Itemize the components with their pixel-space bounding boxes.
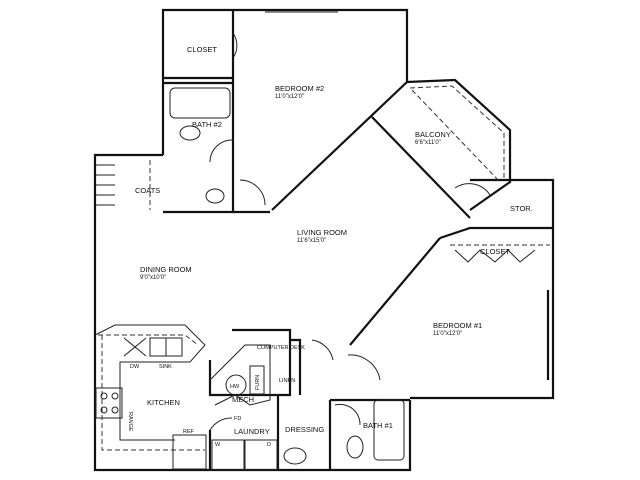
bath2-label: BATH #2: [192, 120, 222, 129]
bedroom1-label: BEDROOM #1: [433, 321, 482, 330]
mech-label: MECH: [232, 395, 254, 404]
laundry-label: LAUNDRY: [234, 427, 270, 436]
dressing-label: DRESSING: [285, 425, 324, 434]
fd-label: FD: [234, 416, 241, 422]
dining-room-label: DINING ROOM: [140, 265, 192, 274]
washer-label: W: [215, 442, 221, 448]
closet-right-label: CLOSET: [480, 247, 510, 256]
stor-label: STOR.: [510, 204, 533, 213]
dryer-label: D: [267, 442, 271, 448]
doors[interactable]: [209, 32, 491, 431]
coats-label: COATS: [135, 186, 160, 195]
computer-desk-label: COMPUTER DESK: [257, 345, 305, 351]
linen-label: LINEN: [279, 378, 295, 384]
hw-label: HW: [230, 384, 240, 390]
furn-label: FURN: [255, 375, 261, 390]
walls: [93, 8, 555, 472]
kitchen-label: KITCHEN: [147, 398, 180, 407]
bath1-label: BATH #1: [363, 421, 393, 430]
dw-label: DW: [130, 364, 140, 370]
bedroom2-label: BEDROOM #2: [275, 84, 324, 93]
balcony-label: BALCONY: [415, 130, 451, 139]
balcony-dim: 6'6"x11'0": [415, 140, 441, 146]
living-room-dim: 11'6"x15'0": [297, 238, 326, 244]
bedroom1-dim: 11'0"x12'0": [433, 331, 462, 337]
stairs: [95, 160, 151, 210]
closet-top-label: CLOSET: [187, 45, 217, 54]
bedroom2-dim: 11'0"x12'0": [275, 94, 304, 100]
dining-room-dim: 9'0"x10'0": [140, 275, 166, 281]
range-label: RANGE: [127, 412, 133, 432]
living-room-label: LIVING ROOM: [297, 228, 347, 237]
sink-label: SINK: [159, 364, 172, 370]
ref-label: REF: [183, 429, 195, 435]
